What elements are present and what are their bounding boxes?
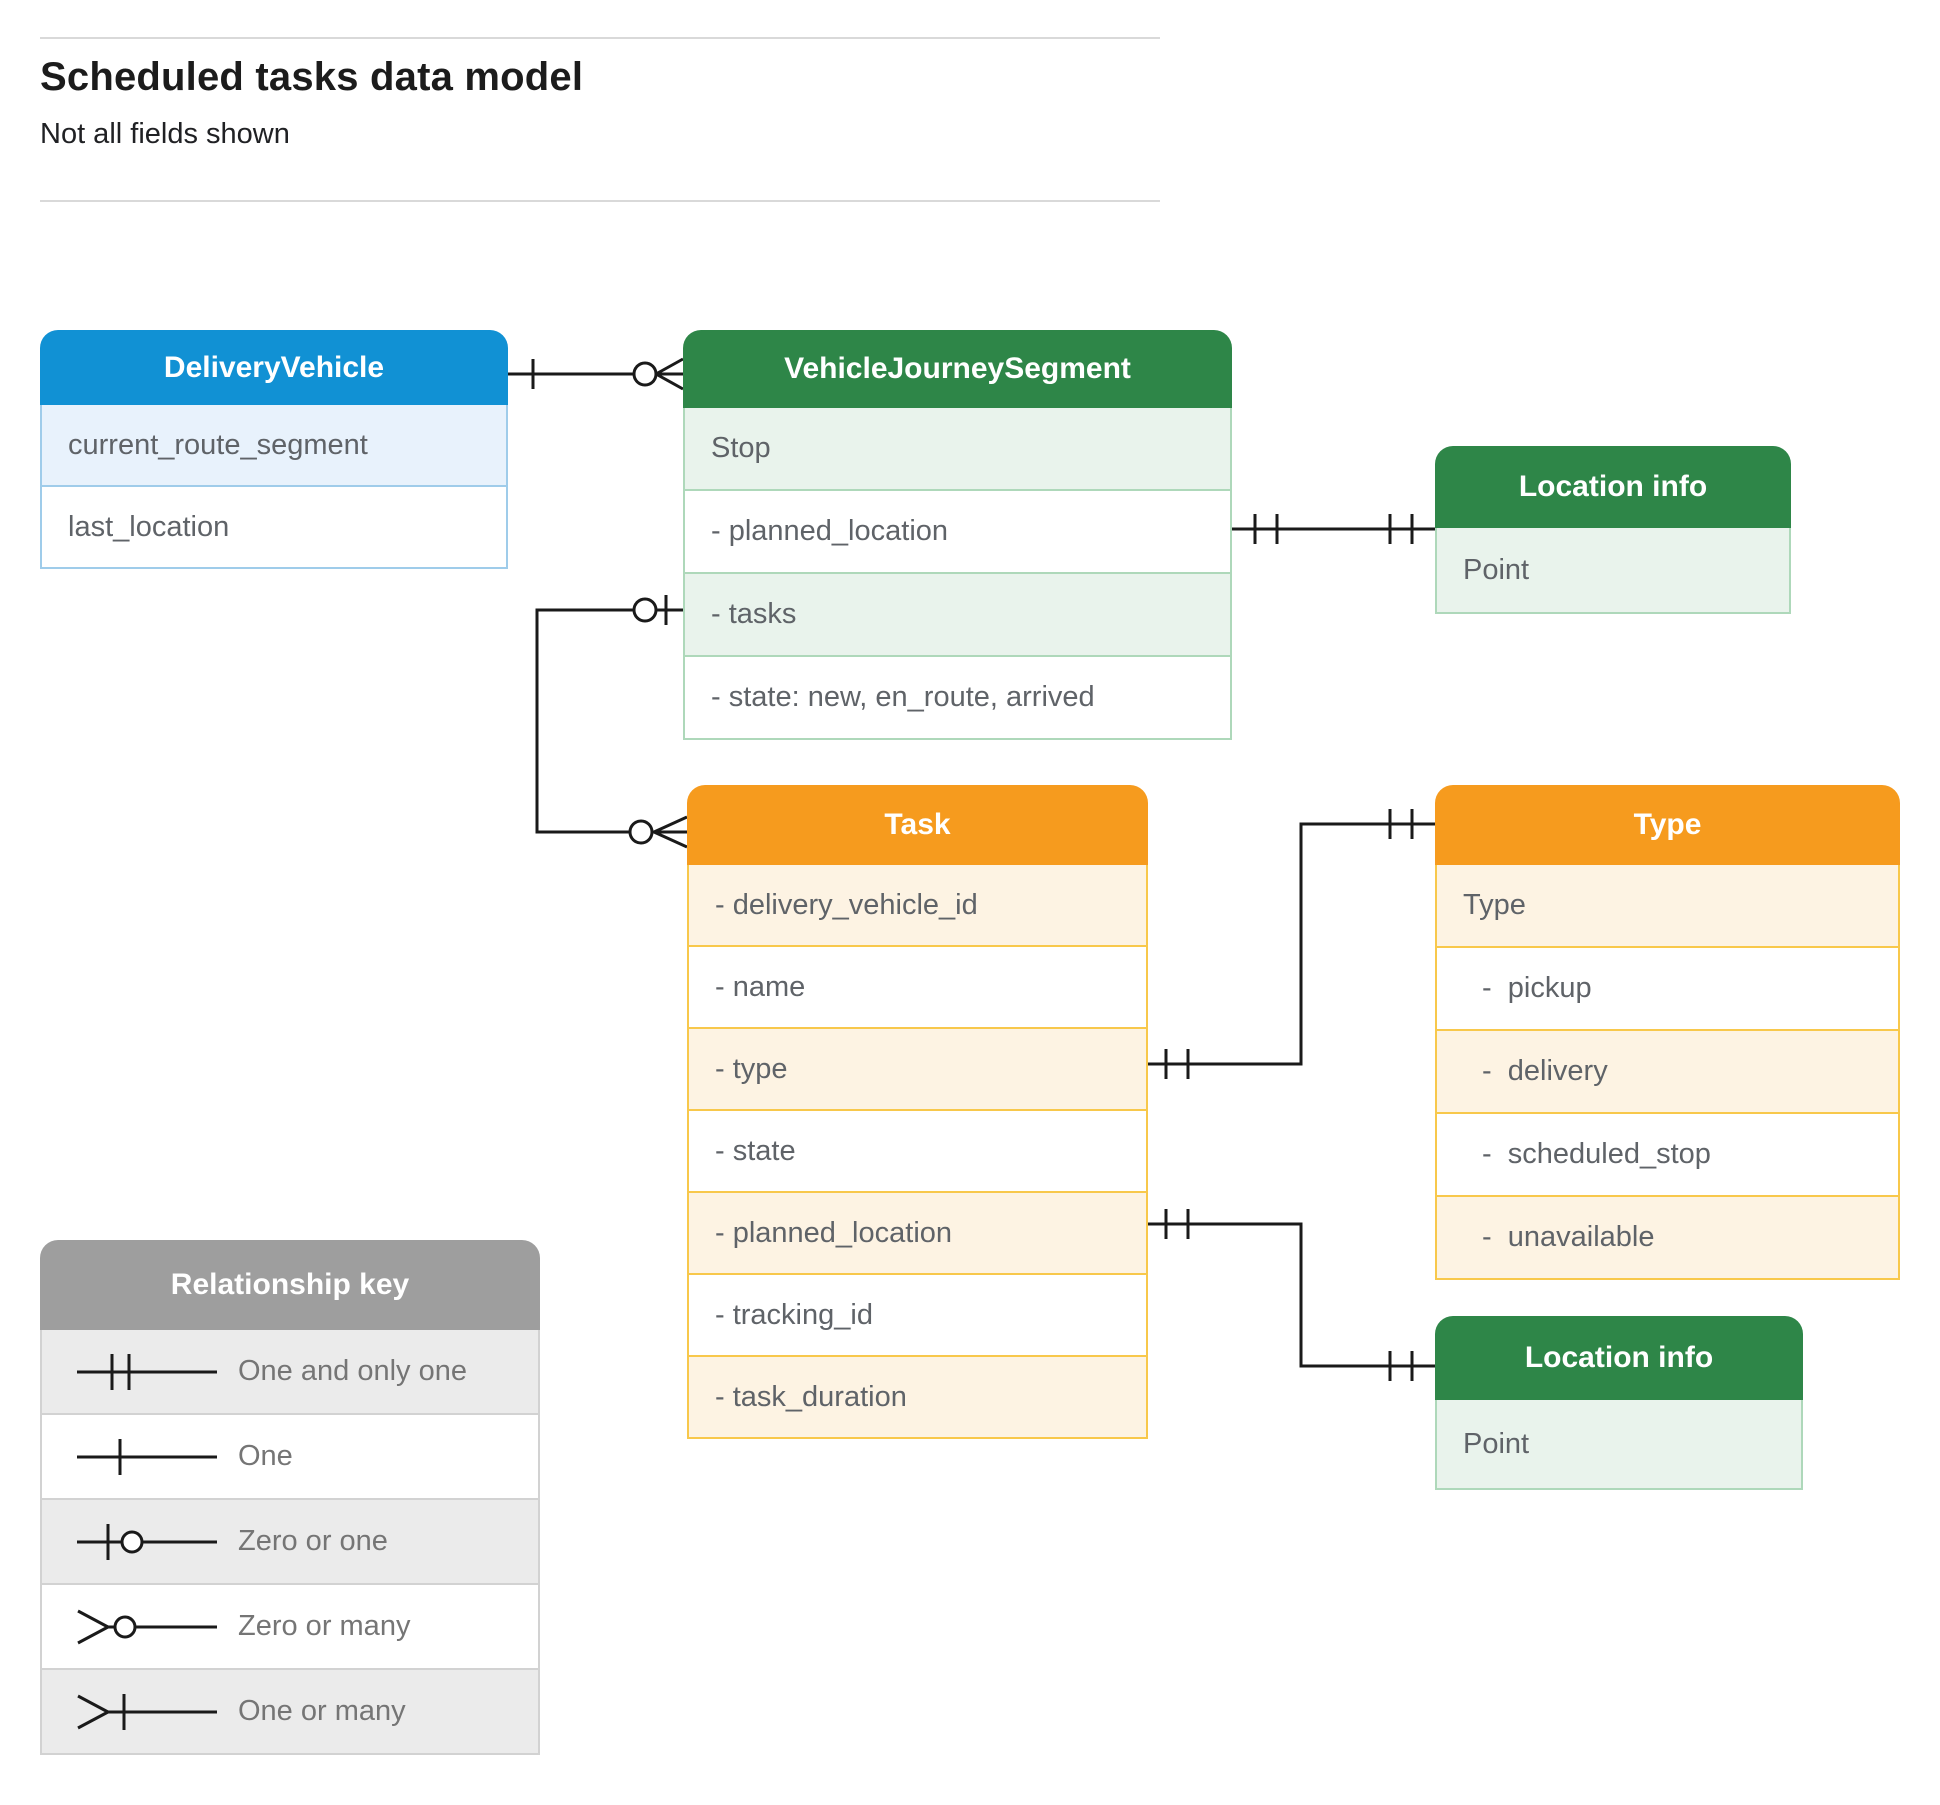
row-delivery-vehicle-id: - delivery_vehicle_id bbox=[687, 865, 1148, 947]
row-tasks: - tasks bbox=[683, 574, 1232, 657]
entity-delivery-vehicle-title: DeliveryVehicle bbox=[40, 330, 508, 405]
row-text: - tasks bbox=[711, 598, 797, 630]
legend-item-zero-or-many: Zero or many bbox=[40, 1585, 540, 1670]
row-text: - task_duration bbox=[715, 1380, 907, 1413]
entity-task-title: Task bbox=[687, 785, 1148, 865]
row-point: Point bbox=[1435, 528, 1791, 614]
row-text: - scheduled_stop bbox=[1482, 1138, 1711, 1170]
row-text: - planned_location bbox=[715, 1216, 953, 1249]
entity-delivery-vehicle: DeliveryVehicle current_route_segment la… bbox=[40, 330, 508, 569]
row-unavailable: - unavailable bbox=[1435, 1197, 1900, 1280]
row-text: last_location bbox=[68, 510, 230, 543]
legend-label: One bbox=[238, 1440, 293, 1472]
row-text: Point bbox=[1463, 1427, 1530, 1460]
row-stop: Stop bbox=[683, 408, 1232, 491]
row-last-location: last_location bbox=[40, 487, 508, 569]
row-text: Type bbox=[1463, 889, 1526, 921]
one-or-many-icon bbox=[77, 1693, 217, 1730]
row-scheduled-stop: - scheduled_stop bbox=[1435, 1114, 1900, 1197]
row-text: - delivery bbox=[1482, 1055, 1608, 1087]
row-delivery: - delivery bbox=[1435, 1031, 1900, 1114]
connector-type-type-entity bbox=[1148, 809, 1435, 1079]
legend-label: Zero or one bbox=[238, 1525, 388, 1557]
one-icon bbox=[77, 1438, 217, 1475]
page-subtitle: Not all fields shown bbox=[40, 118, 290, 150]
row-point: Point bbox=[1435, 1400, 1803, 1490]
row-type-label: Type bbox=[1435, 865, 1900, 948]
row-text: - tracking_id bbox=[715, 1298, 873, 1331]
row-state: - state: new, en_route, arrived bbox=[683, 657, 1232, 740]
page-title: Scheduled tasks data model bbox=[40, 55, 584, 99]
row-text: - delivery_vehicle_id bbox=[715, 888, 978, 921]
row-current-route-segment: current_route_segment bbox=[40, 405, 508, 487]
zero-or-one-icon bbox=[77, 1523, 217, 1560]
row-text: Stop bbox=[711, 432, 771, 464]
row-text: - state bbox=[715, 1134, 796, 1167]
legend-item-one-and-only-one: One and only one bbox=[40, 1330, 540, 1415]
connector-plannedlocation-locationinfo-bottom bbox=[1148, 1209, 1435, 1381]
row-state: - state bbox=[687, 1111, 1148, 1193]
entity-type: Type Type - pickup - delivery - schedule… bbox=[1435, 785, 1900, 1280]
one-and-only-one-icon bbox=[77, 1353, 217, 1390]
row-task-duration: - task_duration bbox=[687, 1357, 1148, 1439]
connector-tasks-task bbox=[537, 595, 687, 847]
entity-type-title: Type bbox=[1435, 785, 1900, 865]
row-text: - state: new, en_route, arrived bbox=[711, 681, 1095, 713]
legend-label: One and only one bbox=[238, 1355, 467, 1387]
row-type: - type bbox=[687, 1029, 1148, 1111]
row-text: - pickup bbox=[1482, 972, 1592, 1004]
legend-title: Relationship key bbox=[40, 1240, 540, 1330]
row-text: - planned_location bbox=[711, 515, 949, 547]
divider-bottom bbox=[40, 200, 1160, 202]
entity-location-info-top: Location info Point bbox=[1435, 446, 1791, 614]
connector-plannedlocation-locationinfo-top bbox=[1232, 514, 1435, 544]
zero-or-many-icon bbox=[77, 1609, 217, 1644]
row-text: - unavailable bbox=[1482, 1221, 1655, 1253]
entity-location-info-bottom: Location info Point bbox=[1435, 1316, 1803, 1490]
row-text: - name bbox=[715, 970, 806, 1003]
row-text: Point bbox=[1463, 553, 1530, 586]
connector-deliveryvehicle-vehiclejourneysegment bbox=[508, 359, 683, 389]
legend-relationship-key: Relationship key One and only one One Ze… bbox=[40, 1240, 540, 1755]
row-tracking-id: - tracking_id bbox=[687, 1275, 1148, 1357]
legend-item-one: One bbox=[40, 1415, 540, 1500]
legend-label: One or many bbox=[238, 1695, 406, 1727]
legend-label: Zero or many bbox=[238, 1610, 411, 1642]
entity-vehicle-journey-segment: VehicleJourneySegment Stop - planned_loc… bbox=[683, 330, 1232, 740]
entity-location-info-bottom-title: Location info bbox=[1435, 1316, 1803, 1400]
legend-item-one-or-many: One or many bbox=[40, 1670, 540, 1755]
divider-top bbox=[40, 37, 1160, 39]
row-planned-location: - planned_location bbox=[683, 491, 1232, 574]
row-text: current_route_segment bbox=[68, 428, 368, 461]
legend-item-zero-or-one: Zero or one bbox=[40, 1500, 540, 1585]
row-planned-location: - planned_location bbox=[687, 1193, 1148, 1275]
row-pickup: - pickup bbox=[1435, 948, 1900, 1031]
entity-task: Task - delivery_vehicle_id - name - type… bbox=[687, 785, 1148, 1439]
entity-vehicle-journey-segment-title: VehicleJourneySegment bbox=[683, 330, 1232, 408]
row-text: - type bbox=[715, 1052, 788, 1085]
row-name: - name bbox=[687, 947, 1148, 1029]
entity-location-info-top-title: Location info bbox=[1435, 446, 1791, 528]
